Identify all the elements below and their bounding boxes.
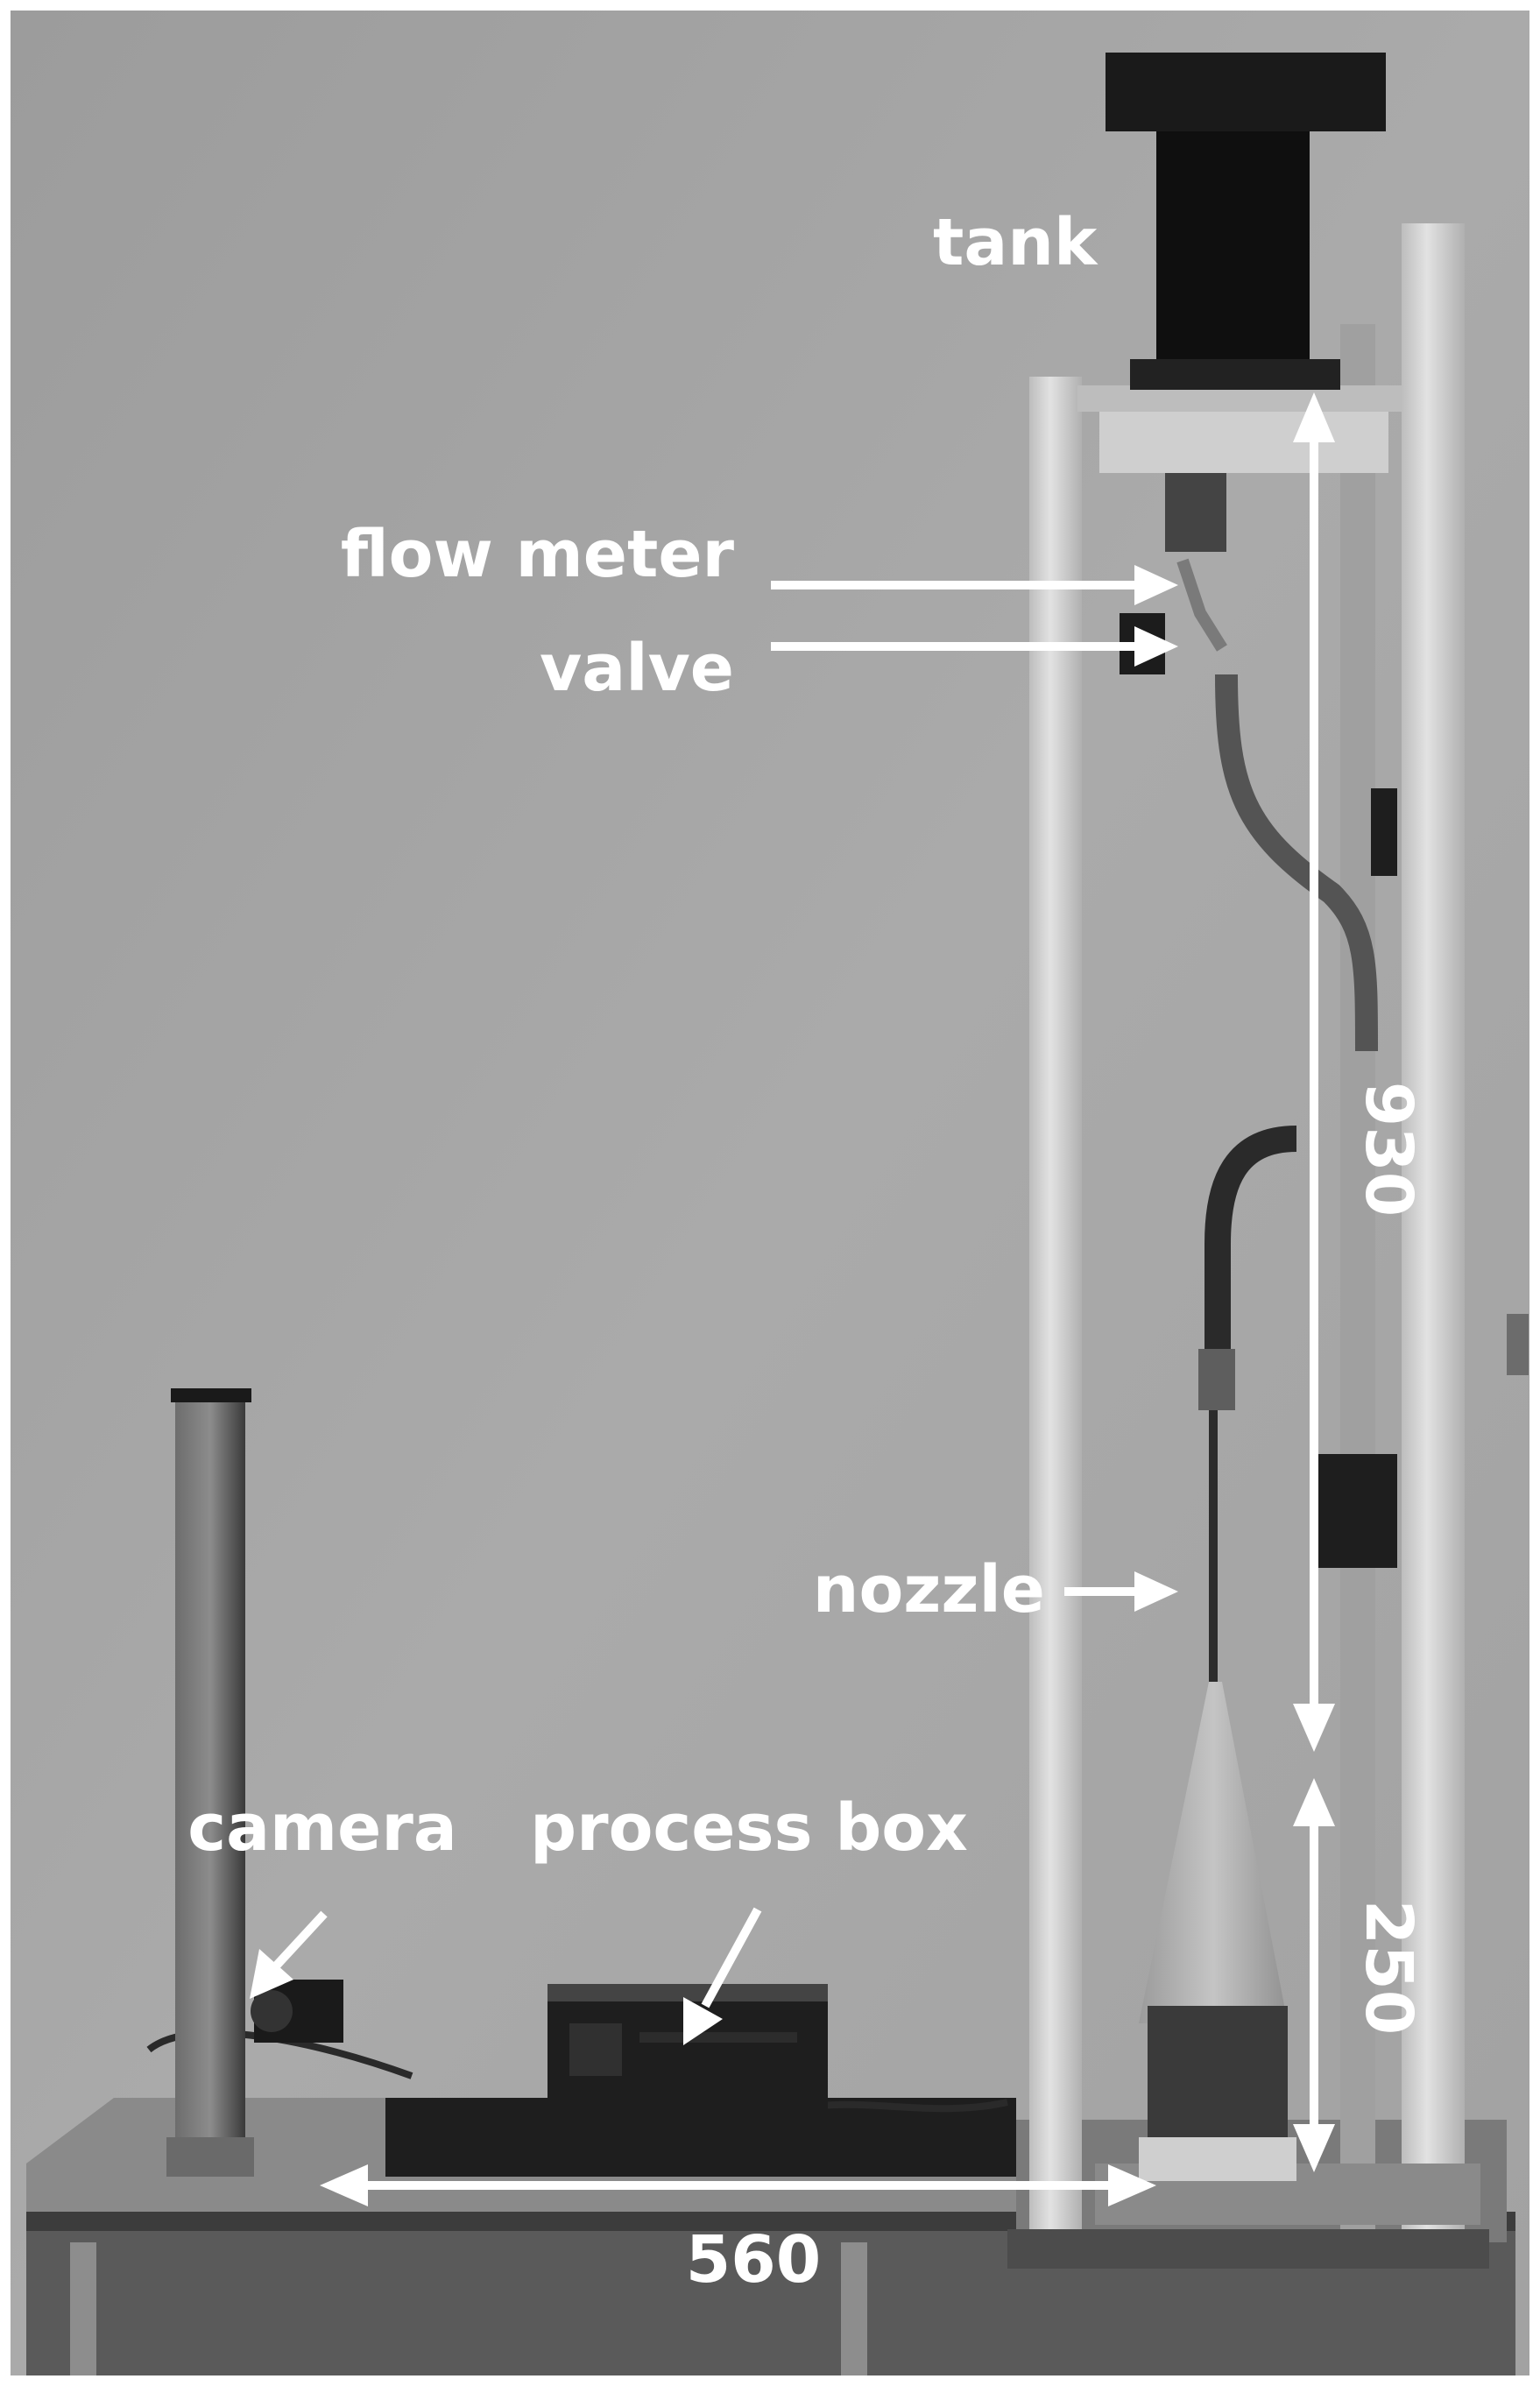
- base-cables: [146, 2030, 1016, 2177]
- nozzle-label: nozzle: [813, 1552, 1045, 1627]
- dimension-930: [1293, 392, 1335, 1752]
- dimension-560: [320, 2164, 1156, 2206]
- tank: [1106, 53, 1386, 390]
- dimension-930-label: 930: [1351, 1082, 1426, 1217]
- annotation-arrows: [250, 565, 1178, 2045]
- collector-cone: [1139, 1682, 1296, 2181]
- tower-frame: [1007, 223, 1529, 2269]
- flow-meter-label: flow meter: [341, 517, 735, 592]
- dimension-250: [1293, 1778, 1335, 2172]
- nozzle-assembly: [1198, 1349, 1397, 1682]
- camera-label: camera: [187, 1790, 457, 1866]
- valve-label: valve: [540, 631, 734, 706]
- hoses: [1204, 674, 1397, 1349]
- dimension-250-label: 250: [1351, 1900, 1426, 2035]
- camera-pole: [166, 1388, 254, 2177]
- dimension-560-label: 560: [686, 2222, 821, 2298]
- tank-label: tank: [933, 205, 1098, 280]
- process-box-label: process box: [530, 1790, 968, 1866]
